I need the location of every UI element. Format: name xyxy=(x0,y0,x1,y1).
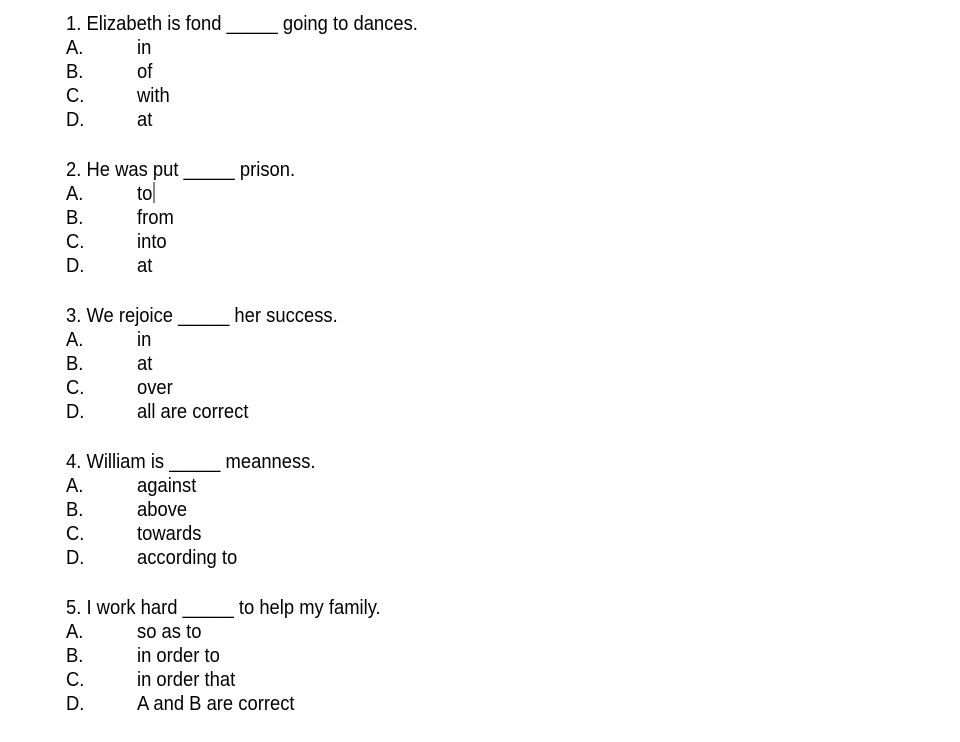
option-a: A. in xyxy=(66,328,926,352)
option-text: above xyxy=(137,499,188,521)
option-d: D. all are correct xyxy=(66,400,926,424)
question-stem: 2. He was put _____ prison. xyxy=(66,159,296,181)
option-b: B. of xyxy=(66,60,926,84)
option-text: with xyxy=(137,85,170,107)
option-letter: C. xyxy=(66,85,85,107)
option-c: C. into xyxy=(66,230,926,254)
option-letter: A. xyxy=(66,475,84,497)
option-d: D. at xyxy=(66,108,926,132)
question-3: 3. We rejoice _____ her success. A. in B.… xyxy=(66,304,926,424)
option-d: D. A and B are correct xyxy=(66,692,926,716)
option-text: in xyxy=(137,329,152,351)
option-letter: C. xyxy=(66,377,85,399)
question-1: 1. Elizabeth is fond _____ going to danc… xyxy=(66,12,926,132)
option-b: B. at xyxy=(66,352,926,376)
option-letter: B. xyxy=(66,207,84,229)
text-cursor xyxy=(153,182,155,203)
option-letter: C. xyxy=(66,669,85,691)
option-b: B. from xyxy=(66,206,926,230)
option-letter: D. xyxy=(66,693,85,715)
option-c: C. with xyxy=(66,84,926,108)
option-text: of xyxy=(137,61,153,83)
option-a: A. to xyxy=(66,182,926,206)
option-text: in order to xyxy=(137,645,220,667)
option-letter: A. xyxy=(66,621,84,643)
question-stem: 5. I work hard _____ to help my family. xyxy=(66,597,381,619)
option-text: so as to xyxy=(137,621,202,643)
question-4: 4. William is _____ meanness. A.against … xyxy=(66,450,926,570)
option-text: at xyxy=(137,109,153,131)
option-letter: A. xyxy=(66,37,84,59)
option-text: in xyxy=(137,37,152,59)
option-text: into xyxy=(137,231,167,253)
option-text: A and B are correct xyxy=(137,693,295,715)
option-d: D. according to xyxy=(66,546,926,570)
question-5: 5. I work hard _____ to help my family. … xyxy=(66,596,926,716)
document-body[interactable]: 1. Elizabeth is fond _____ going to danc… xyxy=(66,12,926,742)
question-2: 2. He was put _____ prison. A.to B.from … xyxy=(66,158,926,278)
option-b: B. in order to xyxy=(66,644,926,668)
option-text: over xyxy=(137,377,173,399)
option-text: in order that xyxy=(137,669,236,691)
option-c: C. towards xyxy=(66,522,926,546)
question-stem: 1. Elizabeth is fond _____ going to danc… xyxy=(66,13,418,35)
option-letter: A. xyxy=(66,329,84,351)
option-letter: C. xyxy=(66,523,85,545)
option-letter: D. xyxy=(66,109,85,131)
option-text: towards xyxy=(137,523,202,545)
option-letter: B. xyxy=(66,353,84,375)
option-letter: C. xyxy=(66,231,85,253)
option-a: A. so as to xyxy=(66,620,926,644)
option-letter: D. xyxy=(66,255,85,277)
question-stem: 4. William is _____ meanness. xyxy=(66,451,316,473)
option-text: against xyxy=(137,475,197,497)
question-stem: 3. We rejoice _____ her success. xyxy=(66,305,338,327)
option-letter: A. xyxy=(66,183,84,205)
option-text: at xyxy=(137,255,153,277)
option-text: according to xyxy=(137,547,238,569)
option-text: from xyxy=(137,207,174,229)
option-text: all are correct xyxy=(137,401,249,423)
option-a: A. against xyxy=(66,474,926,498)
option-b: B. above xyxy=(66,498,926,522)
option-letter: D. xyxy=(66,401,85,423)
option-letter: B. xyxy=(66,499,84,521)
option-text-with-caret[interactable]: to xyxy=(137,182,155,206)
option-c: C. over xyxy=(66,376,926,400)
option-d: D. at xyxy=(66,254,926,278)
option-text: at xyxy=(137,353,153,375)
option-letter: B. xyxy=(66,61,84,83)
option-text: to xyxy=(137,183,153,205)
option-letter: B. xyxy=(66,645,84,667)
option-letter: D. xyxy=(66,547,85,569)
option-a: A. in xyxy=(66,36,926,60)
option-c: C. in order that xyxy=(66,668,926,692)
